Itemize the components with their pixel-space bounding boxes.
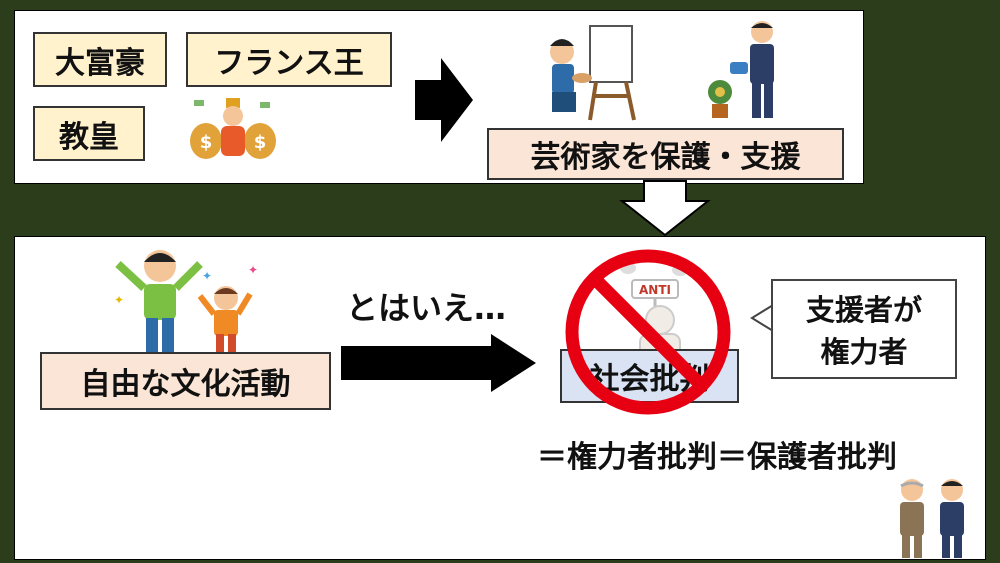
svg-text:$: $: [200, 132, 213, 153]
svg-text:✦: ✦: [202, 269, 212, 283]
bubble-line-2: 権力者: [820, 335, 908, 369]
painter-icon: [550, 25, 636, 121]
patron-millionaire: 大富豪: [33, 32, 167, 87]
svg-text:✦: ✦: [248, 263, 258, 277]
criticism-equation: ＝権力者批判＝保護者批判: [537, 440, 897, 475]
arrow-right-long-icon: [341, 334, 536, 392]
celebrating-people-icon: ✦ ✦ ✦: [114, 250, 258, 352]
rich-man-icon: $ $: [190, 98, 276, 159]
svg-text:✦: ✦: [114, 293, 124, 307]
arrow-right-icon: [415, 58, 473, 142]
arrow-down-icon: [619, 180, 711, 237]
free-cultural-activity: 自由な文化活動: [40, 352, 331, 410]
svg-text:$: $: [254, 132, 267, 153]
however-label: とはいえ…: [346, 289, 507, 327]
supporter-is-power-bubble: 支援者が 権力者: [771, 279, 957, 379]
patron-french-king: フランス王: [186, 32, 392, 87]
bubble-line-1: 支援者が: [805, 293, 922, 327]
businessman-watering-icon: [708, 21, 774, 118]
prohibition-icon: [565, 249, 731, 415]
anti-sign-label: ANTI: [639, 283, 671, 297]
result-protect-support: 芸術家を保護・支援: [487, 128, 844, 180]
patron-pope: 教皇: [33, 106, 145, 161]
businessmen-icon: [900, 479, 964, 558]
